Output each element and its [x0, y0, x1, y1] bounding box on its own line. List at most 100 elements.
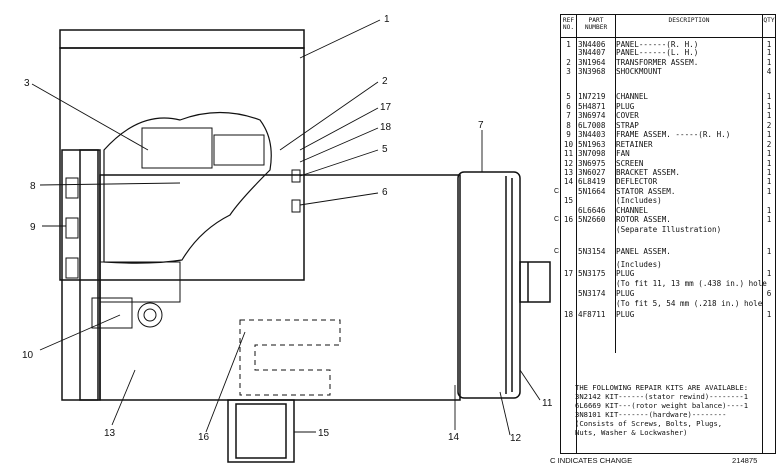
kit-line: Nuts, Washer & Lockwasher) — [575, 428, 688, 437]
cell-desc: (Includes) — [616, 260, 662, 269]
cell-desc: PANEL------(L. H.) — [616, 48, 699, 57]
callout-15: 15 — [318, 428, 330, 439]
cell-part: 5N3154 — [578, 247, 606, 256]
cell-part: 5N3174 — [578, 289, 606, 298]
callout-17: 17 — [380, 102, 392, 113]
cell-qty: 1 — [766, 159, 772, 168]
callout-8: 8 — [30, 181, 36, 192]
kit-line: (Consists of Screws, Bolts, Plugs, — [575, 419, 723, 428]
stator-outline — [239, 319, 341, 396]
cell-ref: 14 — [563, 177, 574, 186]
parts-list-table: REF NO. PART NUMBER DESCRIPTION QTY 1 3N4… — [554, 14, 776, 454]
callout-3: 3 — [24, 78, 30, 89]
cell-desc: CHANNEL — [616, 206, 649, 215]
cell-ref: 18 — [563, 310, 574, 319]
cell-ref: 6 — [566, 102, 571, 111]
callout-12: 12 — [510, 433, 522, 444]
table-header: REF NO. PART NUMBER DESCRIPTION QTY — [561, 15, 775, 38]
cell-qty: 1 — [766, 269, 772, 278]
cell-ref: 2 — [566, 58, 571, 67]
callout-10: 10 — [22, 350, 34, 361]
cell-part: 5H4871 — [578, 102, 606, 111]
callout-6: 6 — [382, 187, 388, 198]
callout-9: 9 — [30, 222, 36, 233]
cell-desc: FRAME ASSEM. -----(R. H.) — [616, 130, 731, 139]
kit-line: 3N8101 KIT-------(hardware)-------- — [575, 410, 727, 419]
cell-ref: 7 — [566, 111, 571, 120]
table-row: (To fit 5, 54 mm (.218 in.) hole — [561, 300, 775, 308]
cutaway — [103, 111, 272, 264]
kit-line: THE FOLLOWING REPAIR KITS ARE AVAILABLE: — [575, 383, 749, 392]
table-row: 5N3174 PLUG 6 — [561, 290, 775, 298]
cell-desc: PLUG — [616, 269, 635, 278]
cell-ref: 16 — [563, 215, 574, 224]
cell-part: 6L8419 — [578, 177, 606, 186]
drawing-code: 214875 — [732, 456, 758, 465]
cell-desc: SHOCKMOUNT — [616, 67, 662, 76]
cell-desc: PLUG — [616, 102, 635, 111]
cell-desc: PANEL------(R. H.) — [616, 40, 699, 49]
callout-2: 2 — [382, 76, 388, 87]
cell-part: 3N1964 — [578, 58, 606, 67]
cell-desc: (Includes) — [616, 196, 662, 205]
generator-exploded-diagram: 1 2 3 17 18 5 7 8 6 9 10 11 12 13 14 15 … — [22, 14, 553, 463]
callout-7: 7 — [478, 120, 484, 131]
cell-part: 3N4403 — [578, 130, 606, 139]
cell-qty: 6 — [766, 289, 772, 298]
cell-ref: 9 — [566, 130, 571, 139]
cell-part: 3N4407 — [578, 48, 606, 57]
cell-qty: 1 — [766, 111, 772, 120]
cell-qty: 2 — [766, 121, 772, 130]
top-panel — [59, 29, 305, 49]
cell-desc: RETAINER — [616, 140, 653, 149]
cell-chg: C — [554, 248, 560, 255]
table-row: (To fit 11, 13 mm (.438 in.) hole — [561, 280, 775, 288]
cell-desc: STRAP — [616, 121, 639, 130]
cell-chg: C — [554, 216, 560, 223]
header-part: PART NUMBER — [584, 17, 608, 31]
transformer — [141, 127, 213, 169]
cell-ref: 17 — [563, 269, 574, 278]
cell-desc: FAN — [616, 149, 630, 158]
cell-desc: PLUG — [616, 289, 635, 298]
header-desc: DESCRIPTION — [668, 17, 710, 24]
cell-ref: 10 — [563, 140, 574, 149]
cell-part: 3N7098 — [578, 149, 606, 158]
callout-16: 16 — [198, 432, 210, 443]
cell-part: 6L6646 — [578, 206, 606, 215]
cell-ref: 5 — [566, 92, 571, 101]
cell-qty: 1 — [766, 149, 772, 158]
cell-qty: 2 — [766, 140, 772, 149]
end-cover — [457, 171, 521, 399]
cell-chg: C — [554, 188, 560, 195]
leader-lines — [31, 19, 541, 436]
cell-ref: 13 — [563, 168, 574, 177]
panel-housing — [59, 47, 305, 281]
cell-desc: DEFLECTOR — [616, 177, 658, 186]
header-qty: QTY — [763, 17, 775, 24]
cell-part: 3N4406 — [578, 40, 606, 49]
repair-kits: THE FOLLOWING REPAIR KITS ARE AVAILABLE:… — [575, 383, 775, 437]
cell-part: 3N6975 — [578, 159, 606, 168]
cell-part: 1N7219 — [578, 92, 606, 101]
cell-qty: 1 — [766, 310, 772, 319]
kit-line: 3N2142 KIT------(stator rewind)--------1 — [575, 392, 749, 401]
cell-qty: 1 — [766, 168, 772, 177]
kit-line: 6L6669 KIT---(rotor weight balance)----1 — [575, 401, 749, 410]
cell-desc: (To fit 5, 54 mm (.218 in.) hole — [616, 299, 763, 308]
base-foot — [227, 399, 295, 463]
cell-ref: 12 — [563, 159, 574, 168]
cell-desc: PLUG — [616, 310, 635, 319]
cell-qty: 1 — [766, 215, 772, 224]
